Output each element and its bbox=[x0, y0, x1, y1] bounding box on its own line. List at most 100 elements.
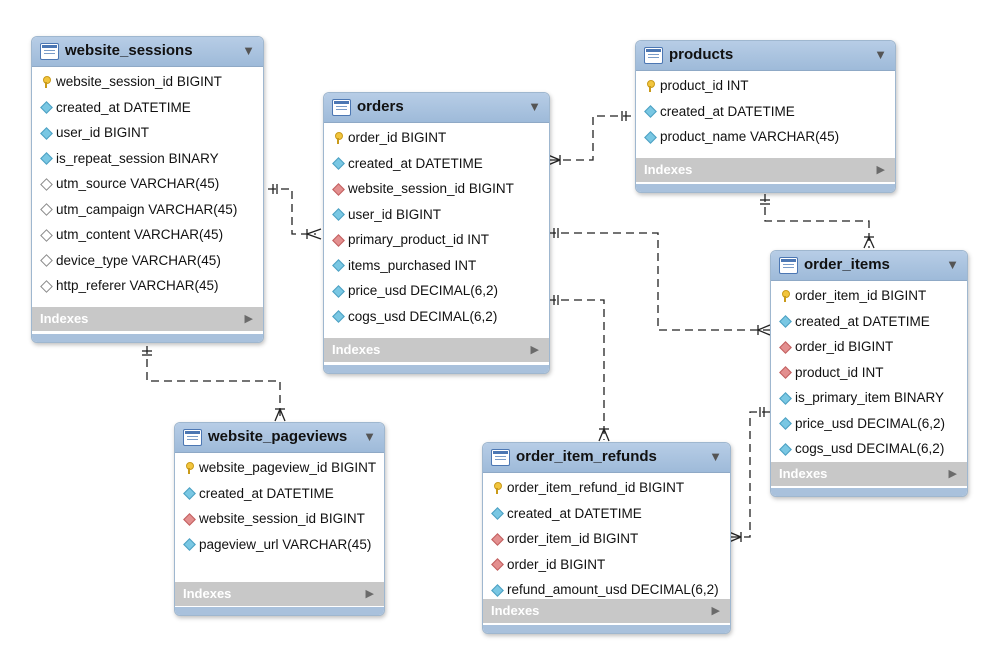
column-row[interactable]: created_at DATETIME bbox=[771, 309, 967, 335]
table-products[interactable]: products ▼ product_id INT created_at DAT… bbox=[635, 40, 896, 193]
table-header[interactable]: products ▼ bbox=[636, 41, 895, 71]
table-footer bbox=[324, 365, 549, 373]
column-row[interactable]: website_session_id BIGINT bbox=[324, 176, 549, 202]
indexes-section[interactable]: Indexes ▶ bbox=[483, 599, 730, 623]
indexes-section[interactable]: Indexes ▶ bbox=[324, 338, 549, 362]
column-row[interactable]: website_session_id BIGINT bbox=[32, 69, 263, 95]
indexes-section[interactable]: Indexes ▶ bbox=[636, 158, 895, 182]
column-row[interactable]: items_purchased INT bbox=[324, 253, 549, 279]
column-row[interactable]: created_at DATETIME bbox=[483, 501, 730, 527]
column-row[interactable]: product_id INT bbox=[636, 73, 895, 99]
relationship-website-sessions-orders[interactable] bbox=[268, 184, 322, 240]
column-label: website_session_id BIGINT bbox=[56, 74, 222, 89]
column-row[interactable]: website_session_id BIGINT bbox=[175, 506, 384, 532]
column-row[interactable]: cogs_usd DECIMAL(6,2) bbox=[771, 436, 967, 462]
table-header[interactable]: website_sessions ▼ bbox=[32, 37, 263, 67]
column-row[interactable]: website_pageview_id BIGINT bbox=[175, 455, 384, 481]
indexes-label: Indexes bbox=[644, 162, 693, 177]
column-label: order_item_refund_id BIGINT bbox=[507, 480, 685, 495]
expand-arrow-icon[interactable]: ▶ bbox=[948, 468, 957, 480]
column-row[interactable]: cogs_usd DECIMAL(6,2) bbox=[324, 304, 549, 330]
indexes-section[interactable]: Indexes ▶ bbox=[32, 307, 263, 331]
table-website-sessions[interactable]: website_sessions ▼ website_session_id BI… bbox=[31, 36, 264, 343]
column-row[interactable]: created_at DATETIME bbox=[324, 151, 549, 177]
collapse-arrow-icon[interactable]: ▼ bbox=[528, 99, 541, 114]
table-header[interactable]: website_pageviews ▼ bbox=[175, 423, 384, 453]
relationship-products-order-items[interactable] bbox=[760, 194, 875, 249]
table-icon bbox=[40, 43, 59, 60]
column-label: order_item_id BIGINT bbox=[795, 288, 927, 303]
indexes-section[interactable]: Indexes ▶ bbox=[771, 462, 967, 486]
column-row[interactable]: order_id BIGINT bbox=[771, 334, 967, 360]
column-row[interactable]: user_id BIGINT bbox=[32, 120, 263, 146]
indexes-label: Indexes bbox=[491, 603, 540, 618]
expand-arrow-icon[interactable]: ▶ bbox=[365, 588, 374, 600]
column-icon bbox=[491, 507, 503, 519]
relationship-website-sessions-pageviews[interactable] bbox=[142, 346, 286, 422]
column-row[interactable]: refund_amount_usd DECIMAL(6,2) bbox=[483, 577, 730, 603]
column-row[interactable]: is_repeat_session BINARY bbox=[32, 146, 263, 172]
column-label: items_purchased INT bbox=[348, 257, 477, 273]
column-row[interactable]: utm_campaign VARCHAR(45) bbox=[32, 197, 263, 223]
collapse-arrow-icon[interactable]: ▼ bbox=[363, 429, 376, 444]
column-row[interactable]: price_usd DECIMAL(6,2) bbox=[324, 278, 549, 304]
expand-arrow-icon[interactable]: ▶ bbox=[711, 605, 720, 617]
expand-arrow-icon[interactable]: ▶ bbox=[530, 344, 539, 356]
column-icon bbox=[644, 131, 656, 143]
nullable-column-icon bbox=[40, 203, 52, 215]
column-row[interactable]: created_at DATETIME bbox=[175, 481, 384, 507]
collapse-arrow-icon[interactable]: ▼ bbox=[709, 449, 722, 464]
indexes-label: Indexes bbox=[183, 586, 232, 601]
column-row[interactable]: created_at DATETIME bbox=[32, 95, 263, 121]
column-label: product_id INT bbox=[795, 364, 884, 380]
relationship-orders-refunds[interactable] bbox=[548, 295, 610, 442]
column-icon bbox=[40, 152, 52, 164]
column-row[interactable]: product_id INT bbox=[771, 360, 967, 386]
table-order-item-refunds[interactable]: order_item_refunds ▼ order_item_refund_i… bbox=[482, 442, 731, 634]
table-order-items[interactable]: order_items ▼ order_item_id BIGINT creat… bbox=[770, 250, 968, 497]
column-label: order_item_id BIGINT bbox=[507, 531, 639, 546]
column-label: pageview_url VARCHAR(45) bbox=[199, 536, 372, 552]
table-header[interactable]: order_items ▼ bbox=[771, 251, 967, 281]
table-header[interactable]: orders ▼ bbox=[324, 93, 549, 123]
column-row[interactable]: device_type VARCHAR(45) bbox=[32, 248, 263, 274]
collapse-arrow-icon[interactable]: ▼ bbox=[242, 43, 255, 58]
column-row[interactable]: utm_content VARCHAR(45) bbox=[32, 222, 263, 248]
column-row[interactable]: order_item_id BIGINT bbox=[483, 526, 730, 552]
column-row[interactable]: http_referer VARCHAR(45) bbox=[32, 273, 263, 299]
column-row[interactable]: utm_source VARCHAR(45) bbox=[32, 171, 263, 197]
primary-key-icon bbox=[644, 79, 656, 92]
column-row[interactable]: order_item_refund_id BIGINT bbox=[483, 475, 730, 501]
column-label: price_usd DECIMAL(6,2) bbox=[795, 415, 946, 431]
table-orders[interactable]: orders ▼ order_id BIGINT created_at DATE… bbox=[323, 92, 550, 374]
relationship-order-items-refunds[interactable] bbox=[728, 407, 770, 543]
column-row[interactable]: is_primary_item BINARY bbox=[771, 385, 967, 411]
column-label: cogs_usd DECIMAL(6,2) bbox=[348, 308, 498, 324]
collapse-arrow-icon[interactable]: ▼ bbox=[874, 47, 887, 62]
column-row[interactable]: primary_product_id INT bbox=[324, 227, 549, 253]
column-row[interactable]: order_id BIGINT bbox=[483, 552, 730, 578]
table-footer bbox=[175, 607, 384, 615]
column-row[interactable]: pageview_url VARCHAR(45) bbox=[175, 532, 384, 558]
column-label: order_id BIGINT bbox=[507, 556, 606, 572]
column-row[interactable]: order_id BIGINT bbox=[324, 125, 549, 151]
column-row[interactable]: order_item_id BIGINT bbox=[771, 283, 967, 309]
table-website-pageviews[interactable]: website_pageviews ▼ website_pageview_id … bbox=[174, 422, 385, 616]
table-title: orders bbox=[357, 98, 404, 115]
collapse-arrow-icon[interactable]: ▼ bbox=[946, 257, 959, 272]
column-row[interactable]: price_usd DECIMAL(6,2) bbox=[771, 411, 967, 437]
expand-arrow-icon[interactable]: ▶ bbox=[876, 164, 885, 176]
column-row[interactable]: created_at DATETIME bbox=[636, 99, 895, 125]
foreign-key-icon bbox=[332, 234, 344, 246]
relationship-products-orders[interactable] bbox=[547, 111, 631, 166]
column-label: product_id INT bbox=[660, 78, 749, 93]
table-header[interactable]: order_item_refunds ▼ bbox=[483, 443, 730, 473]
column-row[interactable]: product_name VARCHAR(45) bbox=[636, 124, 895, 150]
column-icon bbox=[332, 310, 344, 322]
relationship-orders-order-items[interactable] bbox=[548, 228, 771, 336]
column-label: website_session_id BIGINT bbox=[348, 181, 514, 196]
indexes-section[interactable]: Indexes ▶ bbox=[175, 582, 384, 606]
column-row[interactable]: user_id BIGINT bbox=[324, 202, 549, 228]
table-icon bbox=[644, 47, 663, 64]
expand-arrow-icon[interactable]: ▶ bbox=[244, 313, 253, 325]
